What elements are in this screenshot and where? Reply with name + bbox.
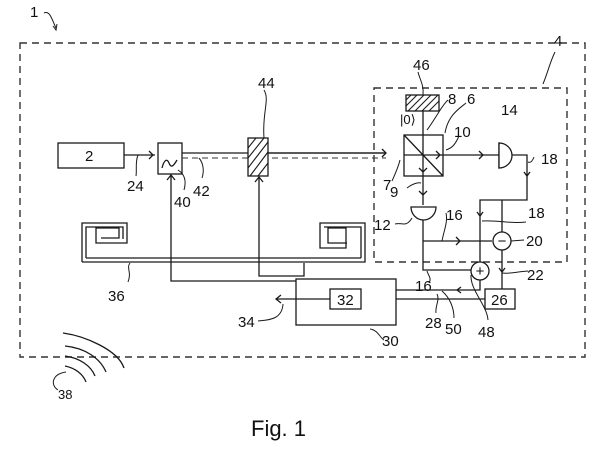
leader-8: [426, 99, 449, 131]
label-12: 12: [374, 217, 391, 234]
control-to-modulator: [170, 175, 296, 282]
label-42: 42: [193, 183, 210, 200]
leader-1: [43, 11, 57, 29]
control-arrow-mod: [166, 173, 176, 181]
label-vacuum-state: |0⟩: [400, 112, 416, 127]
antenna-right: [82, 222, 366, 263]
leader-50: [441, 290, 455, 319]
splitter-arrow-d: [418, 167, 428, 173]
beam-arrow-14: [478, 150, 484, 160]
signal-18-path: [479, 154, 528, 265]
label-4: 4: [554, 33, 562, 50]
beam-arrow-12: [418, 190, 428, 196]
detector-a: [410, 206, 437, 221]
leader-9: [406, 182, 422, 189]
system-boundary: [19, 42, 586, 358]
label-14: 14: [501, 102, 518, 119]
diff-arrow: [498, 267, 506, 274]
leader-30: [369, 328, 385, 341]
label-7: 7: [383, 177, 391, 194]
label-18-2: 18: [528, 205, 545, 222]
label-2: 2: [85, 148, 93, 165]
leader-4: [542, 51, 556, 85]
signal-18-arrow-2: [476, 211, 484, 218]
leader-34: [257, 303, 284, 322]
leader-28: [435, 293, 439, 314]
minus-symbol: −: [498, 233, 507, 250]
leader-18: [527, 156, 535, 163]
leader-40: [177, 169, 186, 191]
control-to-attenuator: [258, 177, 305, 277]
leader-6: [444, 102, 467, 134]
leader-22: [501, 270, 529, 274]
antenna-inner-l: [85, 226, 124, 258]
label-36: 36: [108, 288, 125, 305]
leader-46: [417, 71, 424, 96]
signal-16-path: [422, 220, 472, 271]
figure-caption: Fig. 1: [251, 416, 306, 441]
leader-24: [135, 154, 139, 177]
attenuator-hatch: [247, 137, 269, 177]
leader-36: [127, 262, 131, 283]
antenna: [81, 222, 128, 262]
modulator-box: [157, 142, 183, 175]
unit-box: [295, 278, 397, 326]
label-26: 26: [491, 292, 508, 309]
leader-20: [510, 239, 525, 242]
external-output-arrow: [274, 294, 282, 304]
label-46: 46: [413, 57, 430, 74]
sum-arrow: [455, 286, 462, 294]
leader-12: [394, 217, 413, 225]
splitter-arrow-r: [435, 150, 441, 160]
label-34: 34: [238, 314, 255, 331]
label-38: 38: [58, 387, 72, 402]
vacuum-hatch: [405, 94, 440, 112]
wireless-leader: [52, 371, 67, 391]
label-16: 16: [446, 207, 463, 224]
wireless-waves-icon: [62, 332, 125, 383]
label-50: 50: [445, 321, 462, 338]
label-32: 32: [337, 292, 354, 309]
leader-16-2: [426, 270, 431, 284]
label-9: 9: [390, 184, 398, 201]
label-1: 1: [30, 4, 38, 21]
module-boundary: [373, 87, 568, 263]
signal-18-arrow: [523, 171, 531, 178]
leader-42: [198, 157, 204, 179]
label-10: 10: [454, 124, 471, 141]
label-22: 22: [527, 267, 544, 284]
beam-arrow: [148, 150, 154, 160]
label-40: 40: [174, 194, 191, 211]
signal-16-arrow: [455, 236, 461, 246]
leader-16: [441, 212, 447, 242]
leader-10: [445, 135, 460, 151]
label-20: 20: [526, 233, 543, 250]
label-8: 8: [448, 91, 456, 108]
leader-1-arrow: [52, 23, 58, 32]
plus-symbol: +: [476, 263, 485, 280]
label-6: 6: [467, 91, 475, 108]
leader-7: [391, 159, 401, 182]
leader-48: [470, 274, 489, 321]
modulator-wave-icon: [161, 159, 178, 169]
control-arrow-att: [254, 175, 264, 183]
label-48: 48: [478, 324, 495, 341]
label-44: 44: [258, 75, 275, 92]
antenna-inner-r: [324, 226, 362, 258]
label-24: 24: [127, 178, 144, 195]
leader-44: [263, 89, 267, 139]
leader-18-2: [481, 220, 527, 224]
beam-arrow-2: [381, 148, 387, 158]
label-30: 30: [382, 333, 399, 350]
label-18: 18: [541, 151, 558, 168]
detector-b-dome: [498, 142, 513, 169]
label-16-2: 16: [415, 278, 432, 295]
label-28: 28: [425, 315, 442, 332]
